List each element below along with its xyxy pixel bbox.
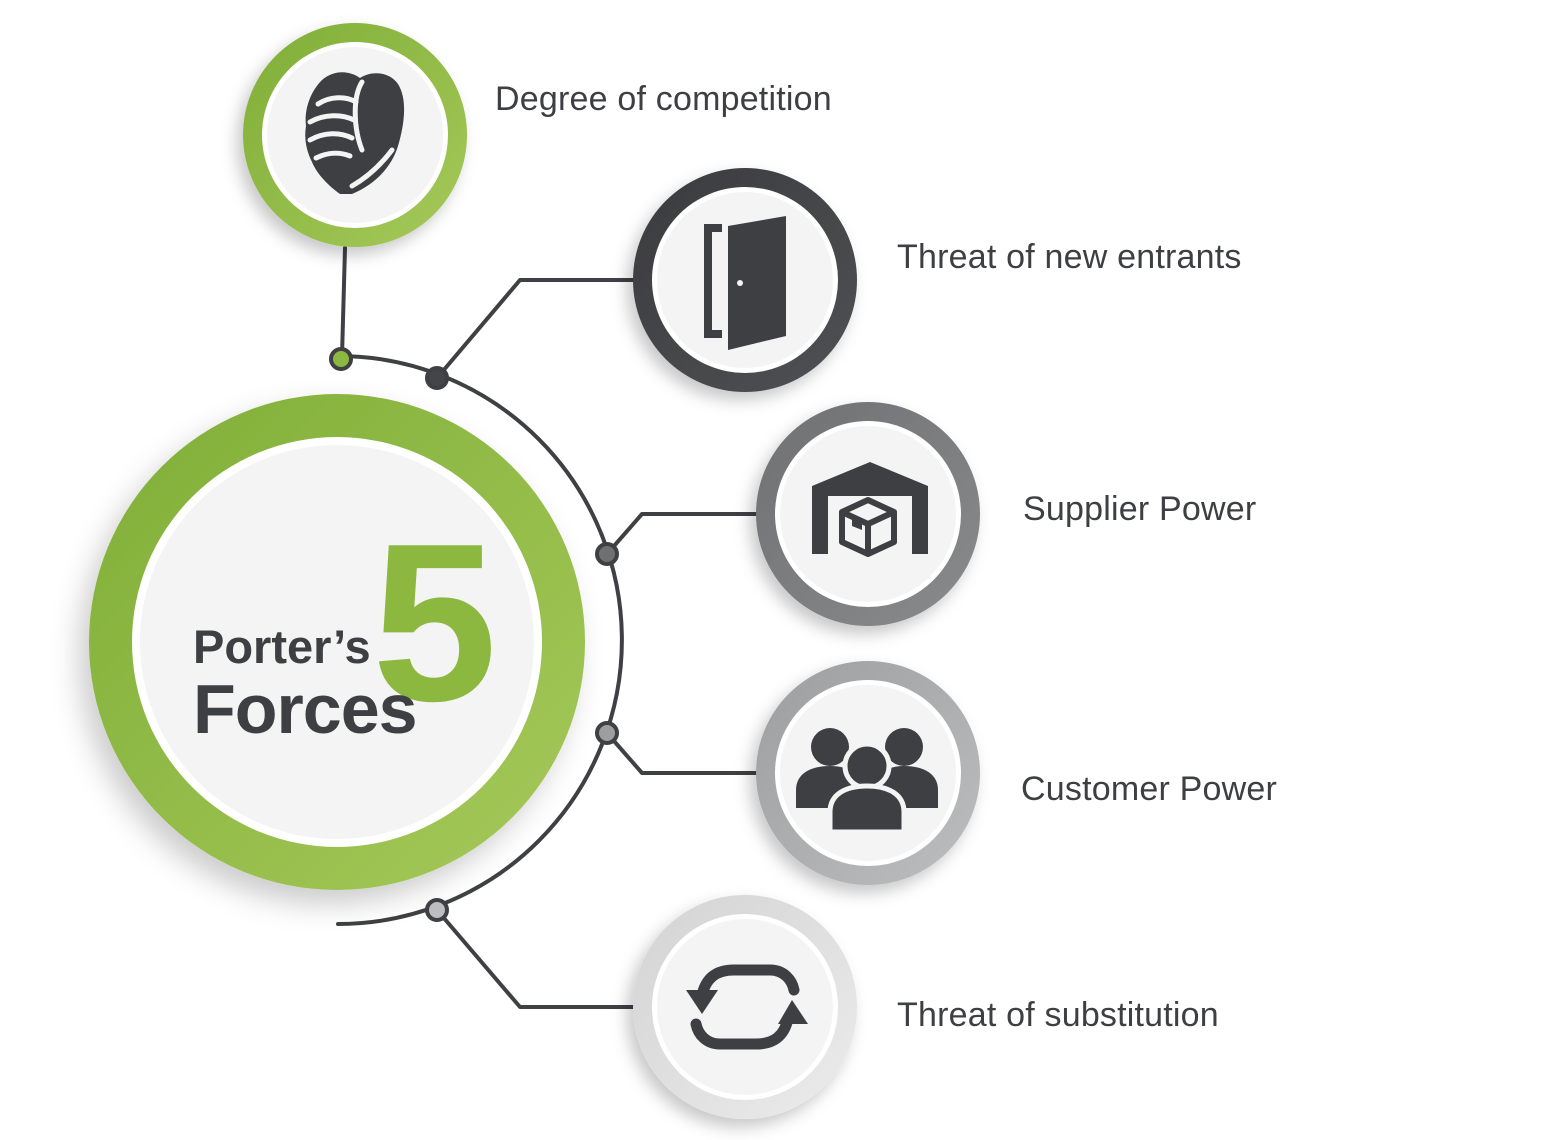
refresh-cycle-icon bbox=[686, 964, 808, 1050]
label-threat-of-substitution: Threat of substitution bbox=[897, 996, 1219, 1034]
connector-supplier bbox=[605, 512, 764, 556]
connector-customer bbox=[605, 731, 764, 775]
people-group-icon bbox=[796, 728, 938, 835]
node-dot-substitution bbox=[425, 898, 449, 922]
center-circle bbox=[89, 394, 585, 890]
label-customer-power: Customer Power bbox=[1021, 770, 1277, 808]
label-supplier-power: Supplier Power bbox=[1023, 490, 1257, 528]
force-circle-substitution bbox=[633, 895, 857, 1119]
arc-nodes bbox=[329, 347, 619, 922]
warehouse-box-icon bbox=[812, 462, 928, 557]
center-title-forces: Forces bbox=[193, 670, 418, 748]
door-icon bbox=[704, 216, 786, 350]
label-degree-of-competition: Degree of competition bbox=[495, 80, 832, 118]
connector-substitution bbox=[435, 908, 642, 1009]
connector-lines bbox=[336, 246, 764, 1009]
force-circle-competition bbox=[243, 23, 467, 247]
force-circle-customer bbox=[756, 661, 980, 885]
force-circle-new-entrants bbox=[633, 168, 857, 392]
node-dot-customer bbox=[595, 721, 619, 745]
outer-arc bbox=[336, 354, 624, 926]
node-dot-competition bbox=[329, 347, 353, 371]
label-threat-of-new-entrants: Threat of new entrants bbox=[897, 238, 1242, 276]
center-title-porters: Porter’s bbox=[193, 620, 371, 673]
force-circle-supplier bbox=[756, 402, 980, 626]
node-dot-supplier bbox=[595, 542, 619, 566]
connector-new-entrants bbox=[435, 278, 642, 380]
connector-competition bbox=[340, 246, 347, 358]
node-dot-new-entrants bbox=[425, 366, 449, 390]
handshake-icon bbox=[305, 72, 405, 194]
center-number-five: 5 bbox=[372, 496, 497, 748]
